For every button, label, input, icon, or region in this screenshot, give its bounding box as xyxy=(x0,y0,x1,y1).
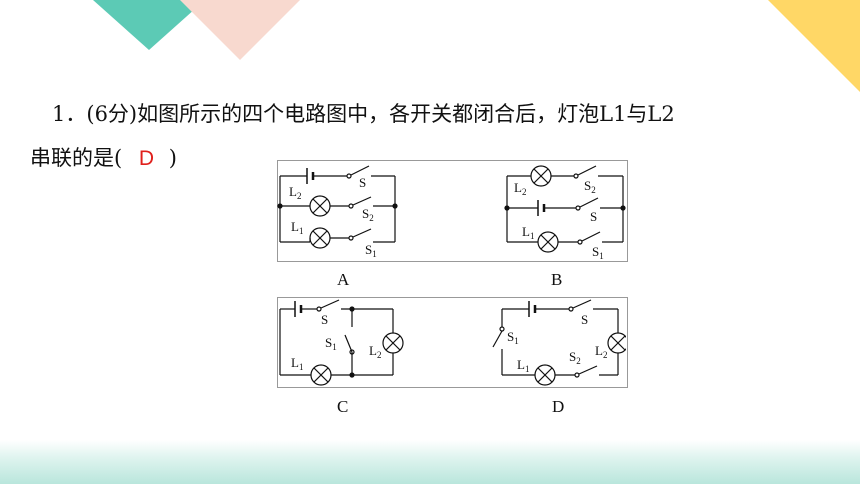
yellow-triangle xyxy=(768,0,860,92)
figure-label-b: B xyxy=(551,270,563,289)
svg-text:S2: S2 xyxy=(569,349,581,366)
question-points: (6分) xyxy=(86,102,138,126)
svg-text:S: S xyxy=(581,312,588,327)
question-line-1: 1．(6分)如图所示的四个电路图中，各开关都闭合后，灯泡L1与L2 xyxy=(52,98,675,128)
figure-label-c: C xyxy=(337,397,349,416)
switch-s1-blade xyxy=(581,231,601,242)
switch-s2-blade xyxy=(578,365,598,375)
switch-s-blade xyxy=(320,299,340,309)
svg-text:S1: S1 xyxy=(592,244,604,261)
switch-s1-blade xyxy=(352,228,372,238)
figure-label-a: A xyxy=(337,270,350,289)
figure-box-bottom xyxy=(277,297,628,388)
lamp-l2 xyxy=(607,332,626,354)
svg-text:S1: S1 xyxy=(507,329,519,346)
svg-text:L1: L1 xyxy=(291,355,303,372)
question-suffix: ) xyxy=(168,146,177,170)
svg-text:S2: S2 xyxy=(362,206,374,223)
svg-text:S: S xyxy=(321,312,328,327)
figure-box-top xyxy=(277,160,628,262)
answer-text: D xyxy=(138,147,155,170)
pink-triangle xyxy=(180,0,300,60)
circuit-a: L2 S S2 L1 S1 xyxy=(277,165,398,259)
svg-text:S1: S1 xyxy=(325,335,337,352)
figure-label-d: D xyxy=(552,397,565,416)
circuit-d: S S1 L2 L1 S2 xyxy=(492,299,626,386)
question-prefix: 串联的是( xyxy=(30,146,123,170)
svg-text:S1: S1 xyxy=(365,242,377,259)
svg-text:L1: L1 xyxy=(522,224,534,241)
svg-text:L1: L1 xyxy=(517,357,529,374)
switch-s-blade xyxy=(579,197,599,208)
svg-text:L1: L1 xyxy=(291,219,303,236)
circuit-c: S S1 L2 L1 xyxy=(279,299,404,386)
question-text: 如图所示的四个电路图中，各开关都闭合后，灯泡L1与L2 xyxy=(137,102,675,126)
svg-text:S: S xyxy=(590,209,597,224)
svg-text:L2: L2 xyxy=(289,184,301,201)
question-line-2: 串联的是( D ) xyxy=(30,142,177,172)
question-number: 1． xyxy=(52,102,87,126)
svg-text:L2: L2 xyxy=(595,343,607,360)
circuit-b: L2 S2 S L1 S1 xyxy=(504,165,626,261)
switch-s-blade xyxy=(572,299,592,309)
svg-text:S: S xyxy=(359,175,366,190)
svg-text:L2: L2 xyxy=(514,180,526,197)
bottom-decoration-band xyxy=(0,440,860,484)
svg-text:S2: S2 xyxy=(584,178,596,195)
header-decoration xyxy=(93,0,860,92)
switch-s-blade xyxy=(350,165,370,176)
teal-triangle xyxy=(93,0,205,50)
svg-text:L2: L2 xyxy=(369,343,381,360)
switch-s1-blade xyxy=(344,334,353,353)
switch-s1-blade xyxy=(492,330,503,348)
switch-s2-blade xyxy=(352,196,372,206)
switch-s2-blade xyxy=(577,165,597,176)
